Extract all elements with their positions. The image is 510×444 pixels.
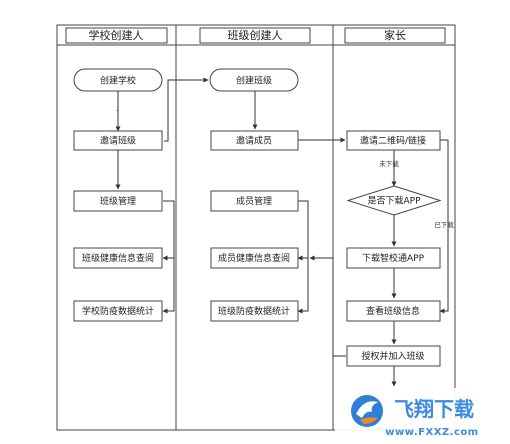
watermark-brand: 飞翔下载 [394,397,474,421]
node-school-stats: 学校防疫数据统计 [73,300,163,322]
node-download-app: 下载智校通APP [346,247,441,269]
swimlane-frame [56,24,456,431]
node-member-mgmt-label: 成员管理 [236,195,272,207]
lane-title-class: 班级创建人 [228,28,283,42]
watermark: 飞翔下载 www.FXXZ.com [335,388,510,444]
node-create-school-label: 创建学校 [100,75,136,87]
node-invite-member: 邀请成员 [210,130,299,151]
watermark-url: www.FXXZ.com [385,427,478,438]
stray-dot-mark: · [116,107,118,115]
node-school-stats-label: 学校防疫数据统计 [82,305,154,317]
node-invite-member-label: 邀请成员 [236,135,272,147]
node-invite-class-label: 邀请班级 [100,135,136,147]
node-decision-downloaded: 是否下载APP [346,185,442,216]
node-create-school: 创建学校 [73,68,163,92]
node-class-health-label: 班级健康信息查阅 [82,252,154,264]
lane-header-parent: 家长 [344,27,446,44]
lane-title-school: 学校创建人 [89,28,144,42]
node-create-class-label: 创建班级 [236,75,272,87]
edge-invite-to-create-class [164,77,209,142]
node-class-mgmt: 班级管理 [73,190,163,212]
node-download-app-label: 下载智校通APP [362,252,425,264]
node-invite-qr-label: 邀请二维码/链接 [360,135,426,147]
node-authorize-join: 授权并加入班级 [346,345,441,367]
node-decision-label: 是否下载APP [367,195,421,207]
label-not-downloaded: 未下载 [379,159,399,168]
edge-member-mgmt-to-health [297,200,309,261]
label-downloaded: 已下载 [434,220,454,229]
node-authorize-join-label: 授权并加入班级 [361,350,424,362]
node-class-health: 班级健康信息查阅 [73,247,163,269]
edge-class-mgmt-to-stats [162,200,175,314]
lane-title-parent: 家长 [384,28,406,42]
node-create-class: 创建班级 [209,68,299,92]
node-invite-class: 邀请班级 [73,130,163,151]
edge-class-mgmt-to-health [162,200,175,261]
edge-authorize-to-member-health [309,255,346,357]
lane-header-school: 学校创建人 [65,27,168,44]
bird-logo-icon [351,395,383,427]
edge-qr-to-view-downloaded [439,139,449,314]
node-class-mgmt-label: 班级管理 [100,195,136,207]
lane-header-class: 班级创建人 [199,27,311,44]
node-view-class: 查看班级信息 [346,300,441,322]
node-invite-qr: 邀请二维码/链接 [346,130,441,151]
node-view-class-label: 查看班级信息 [366,305,420,317]
node-class-stats-label: 班级防疫数据统计 [218,305,290,317]
node-member-health: 成员健康信息查阅 [210,247,299,269]
flow-edges [115,77,449,387]
edge-member-mgmt-to-stats [297,200,309,314]
node-member-mgmt: 成员管理 [210,190,299,212]
node-member-health-label: 成员健康信息查阅 [218,252,290,264]
node-class-stats: 班级防疫数据统计 [210,300,299,322]
